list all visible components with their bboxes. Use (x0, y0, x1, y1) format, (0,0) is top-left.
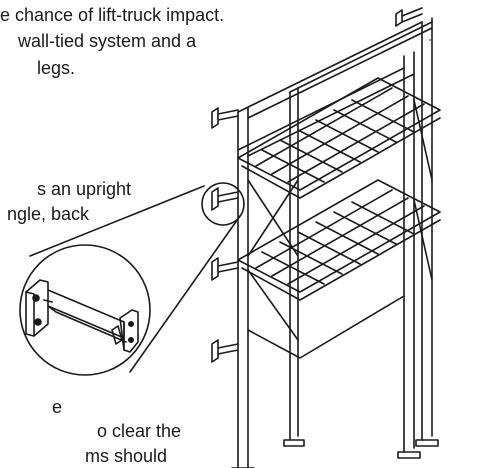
paragraph-line-5: ngle, back (7, 204, 90, 224)
paragraph-line-8: ms should (85, 446, 168, 466)
rack-frame (231, 17, 441, 468)
paragraph-line-1: e chance of lift-truck impact. (0, 5, 225, 25)
paragraph-line-4: s an upright (37, 179, 132, 199)
wall-tie-brackets (211, 7, 423, 363)
paragraph-line-3: legs. (37, 58, 76, 78)
detail-callout (19, 182, 245, 376)
paragraph-line-7: o clear the (97, 421, 182, 441)
magnified-wall-tie-bracket (25, 279, 139, 353)
detail-source-circle (201, 182, 245, 226)
paragraph-line-2: wall-tied system and a (18, 31, 197, 51)
detail-magnified-circle (19, 244, 151, 376)
paragraph-line-6: e (52, 397, 63, 417)
